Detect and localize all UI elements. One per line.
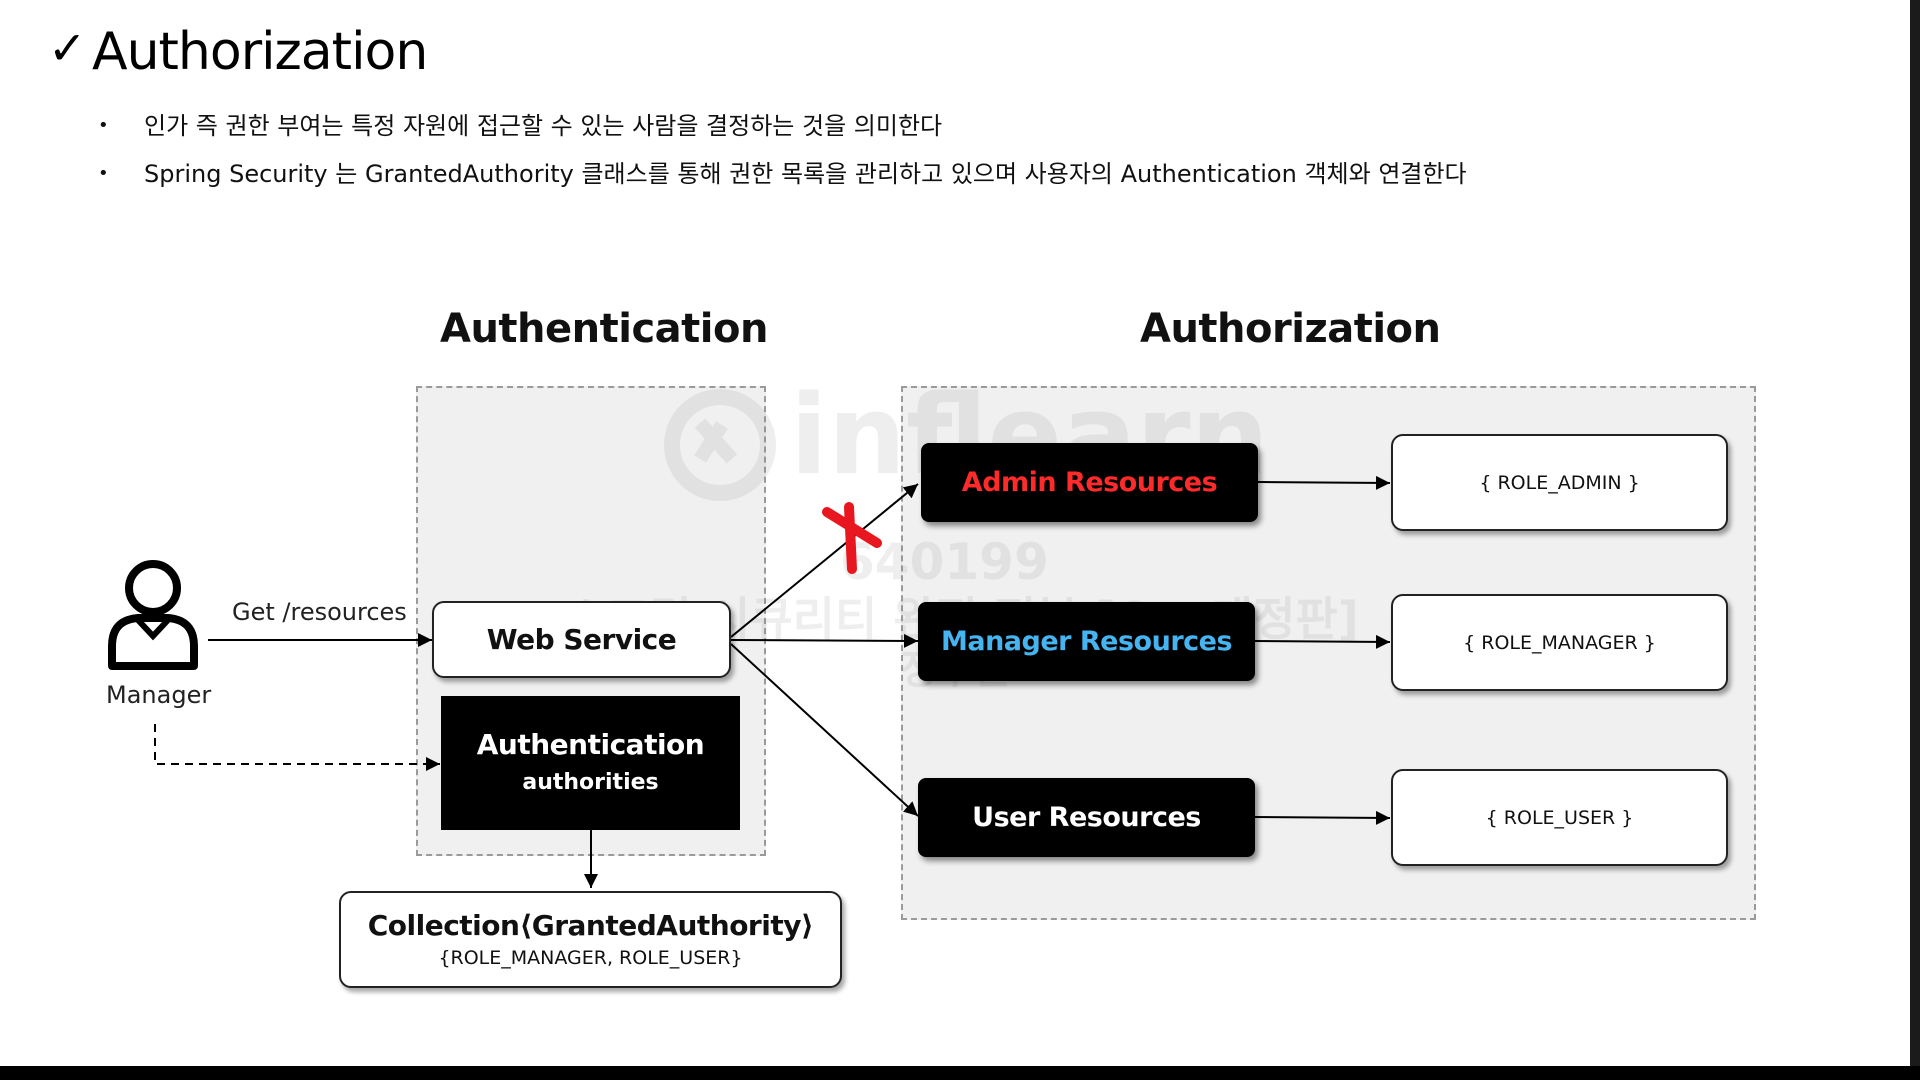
- role-admin-box: { ROLE_ADMIN }: [1391, 434, 1728, 531]
- role-user-box: { ROLE_USER }: [1391, 769, 1728, 866]
- authentication-object-label: Authentication: [476, 728, 705, 761]
- role-manager-box: { ROLE_MANAGER }: [1391, 594, 1728, 691]
- role-user-label: { ROLE_USER }: [1485, 806, 1634, 829]
- webservice-to-admin-arrow: [730, 483, 919, 638]
- bullet-list: 인가 즉 권한 부여는 특정 자원에 접근할 수 있는 사람을 결정하는 것을 …: [96, 102, 1467, 198]
- admin-resources-box: Admin Resources: [921, 443, 1258, 522]
- admin-to-role-arrow: [1257, 475, 1391, 490]
- granted-authority-collection-box: Collection⟨GrantedAuthority⟩ {ROLE_MANAG…: [339, 891, 842, 988]
- role-admin-label: { ROLE_ADMIN }: [1479, 471, 1640, 494]
- authorization-heading: Authorization: [1140, 306, 1441, 352]
- manager-to-authentication-arrow: [154, 724, 440, 771]
- user-icon: [108, 560, 198, 670]
- role-manager-label: { ROLE_MANAGER }: [1463, 631, 1656, 654]
- manager-resources-label: Manager Resources: [940, 626, 1233, 657]
- user-to-role-arrow: [1254, 810, 1391, 825]
- manager-to-role-arrow: [1254, 634, 1391, 649]
- user-resources-label: User Resources: [972, 802, 1201, 833]
- bullet-item: Spring Security 는 GrantedAuthority 클래스를 …: [96, 150, 1467, 198]
- collection-values: {ROLE_MANAGER, ROLE_USER}: [438, 946, 743, 969]
- window-edge: [1910, 0, 1920, 1080]
- authorities-label: authorities: [522, 770, 659, 795]
- authentication-object-box: Authentication authorities: [441, 696, 740, 830]
- webservice-to-manager-arrow: [730, 633, 919, 648]
- access-denied-x-icon: [822, 502, 882, 574]
- collection-label: Collection⟨GrantedAuthority⟩: [367, 908, 814, 942]
- user-resources-box: User Resources: [918, 778, 1255, 857]
- authentication-heading: Authentication: [440, 306, 768, 352]
- admin-resources-label: Admin Resources: [961, 467, 1218, 498]
- manager-resources-box: Manager Resources: [918, 602, 1255, 681]
- web-service-box: Web Service: [432, 601, 731, 678]
- bottom-bar: [0, 1066, 1920, 1080]
- web-service-label: Web Service: [486, 623, 677, 656]
- slide-title: Authorization: [92, 22, 428, 82]
- deny-stroke: [844, 502, 857, 574]
- checkmark-icon: ✓: [48, 21, 87, 75]
- bullet-item: 인가 즉 권한 부여는 특정 자원에 접근할 수 있는 사람을 결정하는 것을 …: [96, 102, 1467, 150]
- manager-label: Manager: [106, 681, 212, 709]
- webservice-to-user-arrow: [730, 643, 919, 817]
- request-label: Get /resources: [232, 598, 407, 626]
